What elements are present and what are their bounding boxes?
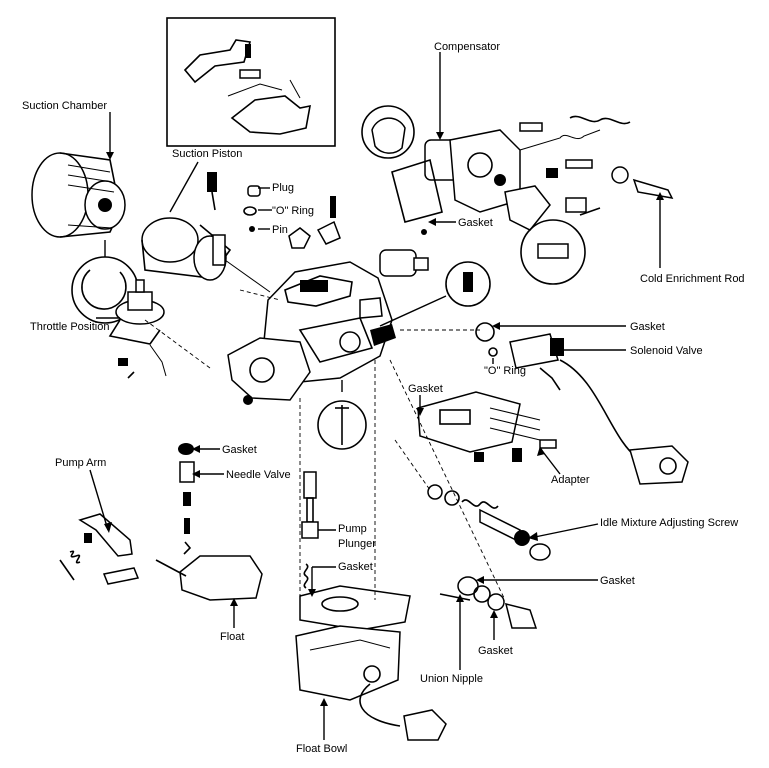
label-compensator: Compensator <box>434 41 500 53</box>
compensator-part <box>361 105 551 231</box>
label-pump-plunger-line1: Pump <box>338 523 367 535</box>
label-suction-piston: Suction Piston <box>172 148 242 160</box>
suction-chamber-part <box>31 152 126 238</box>
pump-plunger-part <box>301 471 319 589</box>
label-pump-arm: Pump Arm <box>55 457 106 469</box>
screw-detail <box>317 380 367 450</box>
label-suction-chamber: Suction Chamber <box>22 100 107 112</box>
label-solenoid-valve: Solenoid Valve <box>630 345 703 357</box>
label-o-ring-solenoid: "O" Ring <box>484 365 526 377</box>
label-float: Float <box>220 631 244 643</box>
label-o-ring-top: "O" Ring <box>272 205 314 217</box>
suction-piston-part <box>141 217 271 293</box>
plug-o-ring-pin <box>243 185 341 249</box>
label-plug: Plug <box>272 182 294 194</box>
solenoid-valve-part <box>475 322 689 485</box>
label-throttle-position: Throttle Position <box>30 321 109 333</box>
label-float-bowl: Float Bowl <box>296 743 347 755</box>
carburetor-body <box>227 261 396 405</box>
label-gasket-union-upper: Gasket <box>600 575 635 587</box>
label-gasket-compensator: Gasket <box>458 217 493 229</box>
linkage-inset <box>166 17 336 147</box>
label-union-nipple: Union Nipple <box>420 673 483 685</box>
label-pin: Pin <box>272 224 288 236</box>
label-gasket-float-bowl: Gasket <box>338 561 373 573</box>
label-needle-valve: Needle Valve <box>226 469 291 481</box>
float-bowl-part <box>295 585 447 741</box>
label-gasket-adapter: Gasket <box>408 383 443 395</box>
pump-arm-part <box>59 513 140 585</box>
compensator-screw-detail <box>520 197 601 285</box>
label-cold-enrichment-rod: Cold Enrichment Rod <box>640 273 745 285</box>
small-solenoid <box>379 229 429 277</box>
label-gasket-union-lower: Gasket <box>478 645 513 657</box>
label-adapter: Adapter <box>551 474 590 486</box>
label-pump-plunger-line2: Plunger <box>338 538 376 550</box>
piston-needle <box>207 172 217 211</box>
label-gasket-needle: Gasket <box>222 444 257 456</box>
compensator-hardware <box>519 115 674 199</box>
callout-labels: Compensator Suction Chamber Suction Pist… <box>22 41 745 755</box>
idle-mixture-part <box>427 484 551 561</box>
throttle-position-part <box>108 279 167 379</box>
adapter-part <box>417 391 557 462</box>
float-part <box>155 555 263 601</box>
label-gasket-solenoid: Gasket <box>630 321 665 333</box>
jet-detail <box>379 261 491 327</box>
union-nipple-part <box>439 576 538 629</box>
needle-valve-part <box>178 443 195 555</box>
assembly-lines <box>144 289 506 601</box>
label-idle-mixture-screw: Idle Mixture Adjusting Screw <box>600 517 738 529</box>
leader-lines <box>89 52 664 740</box>
